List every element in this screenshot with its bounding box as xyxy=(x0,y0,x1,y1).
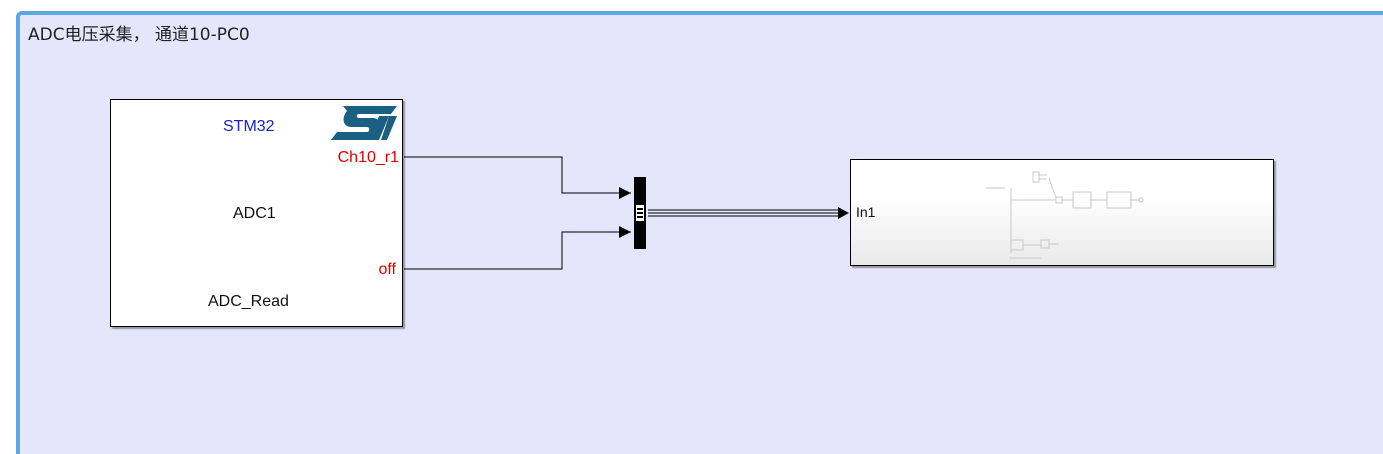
mux-block[interactable] xyxy=(634,177,646,249)
adc-read-block[interactable]: STM32 Ch10_r1 ADC1 off ADC_Read xyxy=(110,99,403,327)
adc-label: ADC1 xyxy=(233,205,276,222)
bus-line[interactable] xyxy=(648,207,849,219)
mux-port-indicator xyxy=(636,205,644,221)
canvas-annotation-title[interactable]: ADC电压采集， 通道10-PC0 xyxy=(28,25,250,45)
output-port-off: off xyxy=(378,261,397,278)
input-port-in1: In1 xyxy=(856,204,876,220)
signal-line-ch10[interactable] xyxy=(404,156,631,199)
block-name-label: ADC_Read xyxy=(208,293,289,310)
stm32-label: STM32 xyxy=(223,118,275,135)
signal-line-off[interactable] xyxy=(404,226,631,270)
st-logo-icon xyxy=(331,106,397,140)
subsystem-preview-icon xyxy=(986,171,1144,259)
output-port-ch10: Ch10_r1 xyxy=(337,149,399,166)
subsystem-block[interactable]: In1 xyxy=(850,159,1274,266)
